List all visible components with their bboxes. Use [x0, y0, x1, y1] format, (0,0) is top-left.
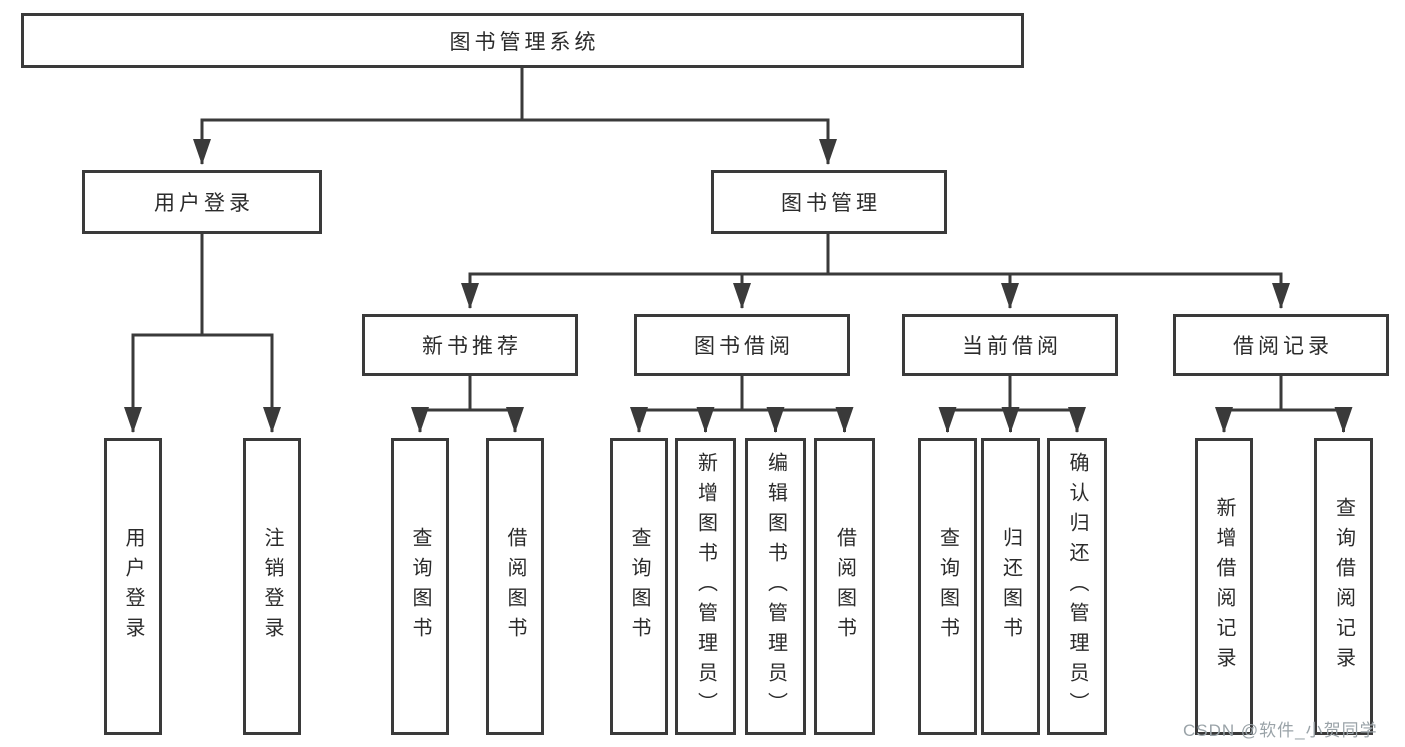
node-label: 图书管理系统 [449, 30, 600, 54]
leaf-label: 归还图书 [999, 526, 1022, 647]
node-book-management: 图书管理 [711, 170, 947, 234]
leaf-label: 新增图书（管理员） [694, 451, 717, 722]
node-library-system: 图书管理系统 [21, 13, 1024, 68]
leaf-add-book-admin: 新增图书（管理员） [675, 438, 736, 735]
node-user-login: 用户登录 [82, 170, 322, 234]
leaf-label: 借阅图书 [504, 526, 526, 647]
leaf-label: 编辑图书（管理员） [764, 451, 787, 722]
watermark: CSDN @软件_小贺同学 [1183, 721, 1378, 740]
leaf-query-books-recommend: 查询图书 [391, 438, 449, 735]
leaf-user-login: 用户登录 [104, 438, 162, 735]
node-label: 新书推荐 [422, 335, 522, 358]
leaf-return-books: 归还图书 [981, 438, 1040, 735]
leaf-label: 查询图书 [628, 526, 650, 647]
leaf-label: 查询借阅记录 [1332, 496, 1355, 677]
node-label: 用户登录 [154, 192, 254, 215]
leaf-edit-book-admin: 编辑图书（管理员） [745, 438, 806, 735]
node-book-borrowing: 图书借阅 [634, 314, 850, 376]
node-label: 借阅记录 [1233, 335, 1333, 358]
leaf-label: 查询图书 [936, 526, 959, 647]
node-label: 图书管理 [781, 192, 881, 215]
node-current-borrowing: 当前借阅 [902, 314, 1118, 376]
leaf-label: 注销登录 [261, 526, 283, 647]
leaf-borrow-books-recommend: 借阅图书 [486, 438, 544, 735]
leaf-confirm-return-admin: 确认归还（管理员） [1047, 438, 1107, 735]
leaf-query-books-current: 查询图书 [918, 438, 977, 735]
node-new-book-recommendation: 新书推荐 [362, 314, 578, 376]
leaf-borrow-books-borrowing: 借阅图书 [814, 438, 875, 735]
leaf-logout: 注销登录 [243, 438, 301, 735]
leaf-label: 借阅图书 [833, 526, 856, 647]
leaf-label: 新增借阅记录 [1213, 496, 1235, 677]
leaf-query-borrow-record: 查询借阅记录 [1314, 438, 1373, 735]
node-label: 当前借阅 [962, 335, 1062, 358]
leaf-label: 确认归还（管理员） [1066, 451, 1088, 722]
leaf-query-books-borrowing: 查询图书 [610, 438, 668, 735]
node-label: 图书借阅 [694, 335, 794, 358]
node-borrowing-records: 借阅记录 [1173, 314, 1389, 376]
leaf-label: 查询图书 [409, 526, 431, 647]
leaf-add-borrow-record: 新增借阅记录 [1195, 438, 1253, 735]
leaf-label: 用户登录 [122, 526, 144, 647]
